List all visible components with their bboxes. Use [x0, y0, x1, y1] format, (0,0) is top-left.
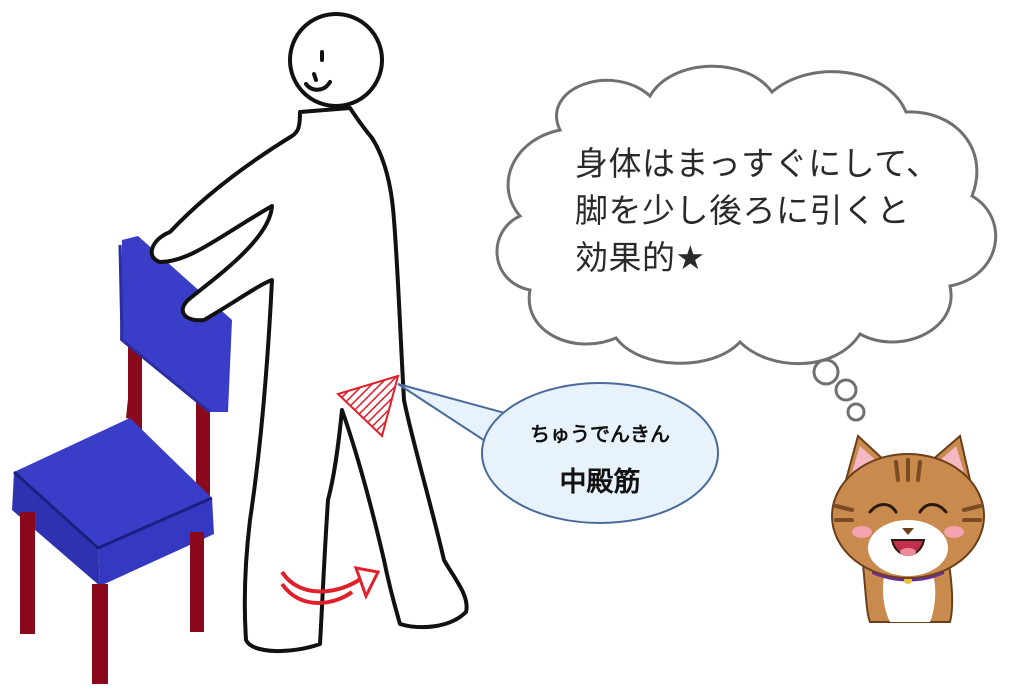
muscle-label-bubble	[397, 382, 719, 524]
thought-line-3: 効果的★	[575, 238, 706, 277]
thought-line-1: 身体はまっすぐにして、	[575, 144, 940, 183]
gluteus-medius-highlight	[336, 374, 400, 438]
motion-arrow	[280, 566, 381, 605]
muscle-name: 中殿筋	[559, 467, 641, 498]
muscle-reading: ちゅうでんきん	[530, 422, 670, 446]
chair-illustration	[12, 236, 232, 684]
thought-cloud	[495, 64, 998, 422]
thought-bubble-text: 身体はまっすぐにして、 脚を少し後ろに引くと 効果的★	[575, 140, 955, 281]
cat-character	[831, 434, 985, 623]
stick-figure	[149, 12, 469, 653]
face-smile	[304, 50, 332, 92]
thought-line-2: 脚を少し後ろに引くと	[575, 191, 910, 230]
